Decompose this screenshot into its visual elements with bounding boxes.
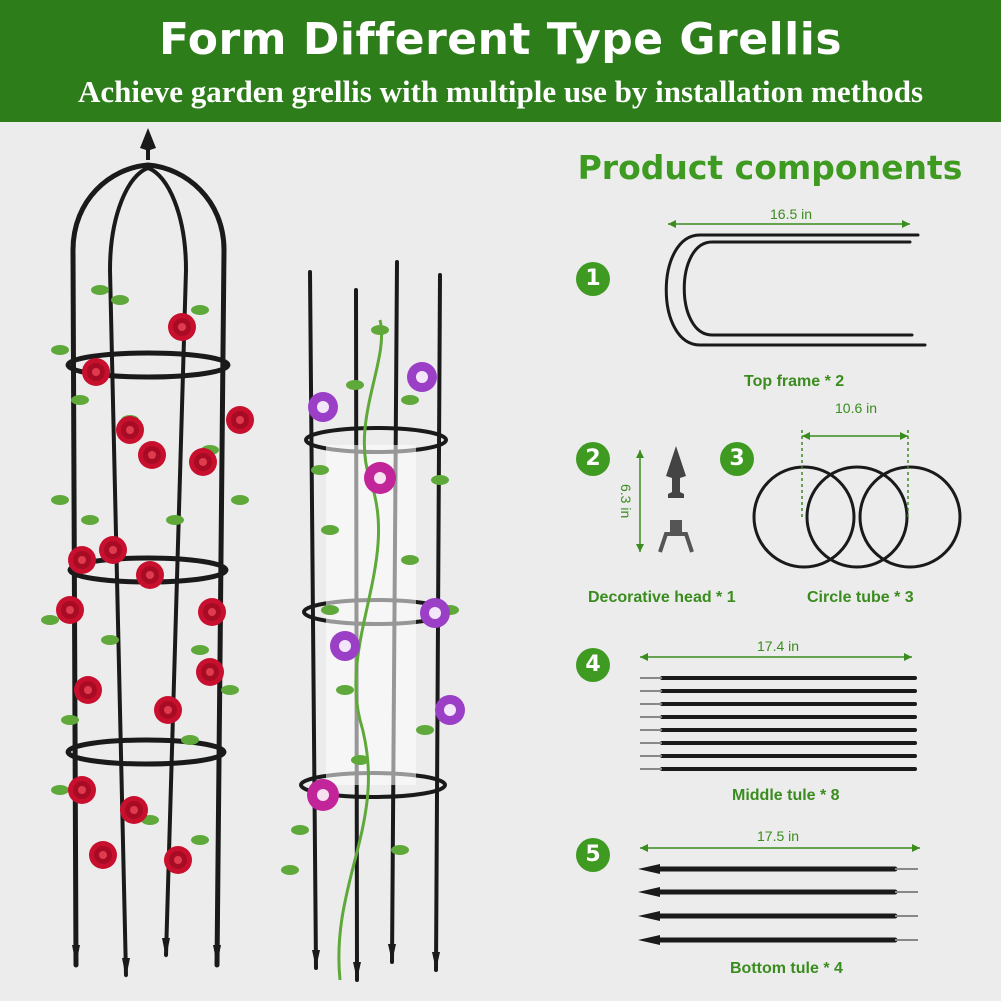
component-number-3: 3	[720, 442, 754, 476]
components-title: Product components	[577, 148, 963, 187]
top-frame-size: 16.5 in	[770, 206, 813, 222]
middle-tube-size: 17.4 in	[757, 638, 800, 654]
circle-tube-drawing	[752, 465, 962, 569]
bottom-tube-drawing	[657, 866, 898, 943]
middle-tube-label: Middle tule * 8	[732, 787, 840, 804]
top-frame-label: Top frame * 2	[744, 373, 845, 390]
trellis-fabric	[326, 445, 416, 785]
decorative-head-size: 6.3 in	[618, 484, 634, 519]
circle-tube-label: Circle tube * 3	[807, 589, 914, 606]
banner-title: Form Different Type Grellis	[158, 14, 843, 65]
morning-glory-vines	[281, 319, 465, 981]
top-frame-drawing	[664, 233, 927, 347]
decorative-head-label: Decorative head * 1	[588, 589, 736, 606]
component-number-1: 1	[576, 262, 610, 296]
circle-tube-dimension	[801, 430, 909, 520]
decorative-head-dimension	[636, 450, 644, 552]
bottom-tube-ends	[895, 868, 918, 941]
middle-tube-dimension	[640, 653, 912, 661]
bottom-tube-spikes	[638, 864, 660, 945]
bottom-tube-dimension	[640, 844, 920, 852]
middle-tube-tips	[640, 677, 662, 770]
component-number-5: 5	[576, 838, 610, 872]
circle-tube-size: 10.6 in	[835, 400, 878, 416]
top-frame-dimension	[668, 220, 910, 228]
bottom-tube-size: 17.5 in	[757, 828, 800, 844]
component-number-2: 2	[576, 442, 610, 476]
decorative-head-drawing	[658, 446, 694, 553]
middle-tube-drawing	[660, 676, 917, 771]
banner-subtitle: Achieve garden grellis with multiple use…	[77, 74, 924, 109]
header-banner: Form Different Type Grellis Achieve gard…	[0, 0, 1001, 122]
bottom-tube-label: Bottom tule * 4	[730, 960, 843, 977]
component-number-4: 4	[576, 648, 610, 682]
